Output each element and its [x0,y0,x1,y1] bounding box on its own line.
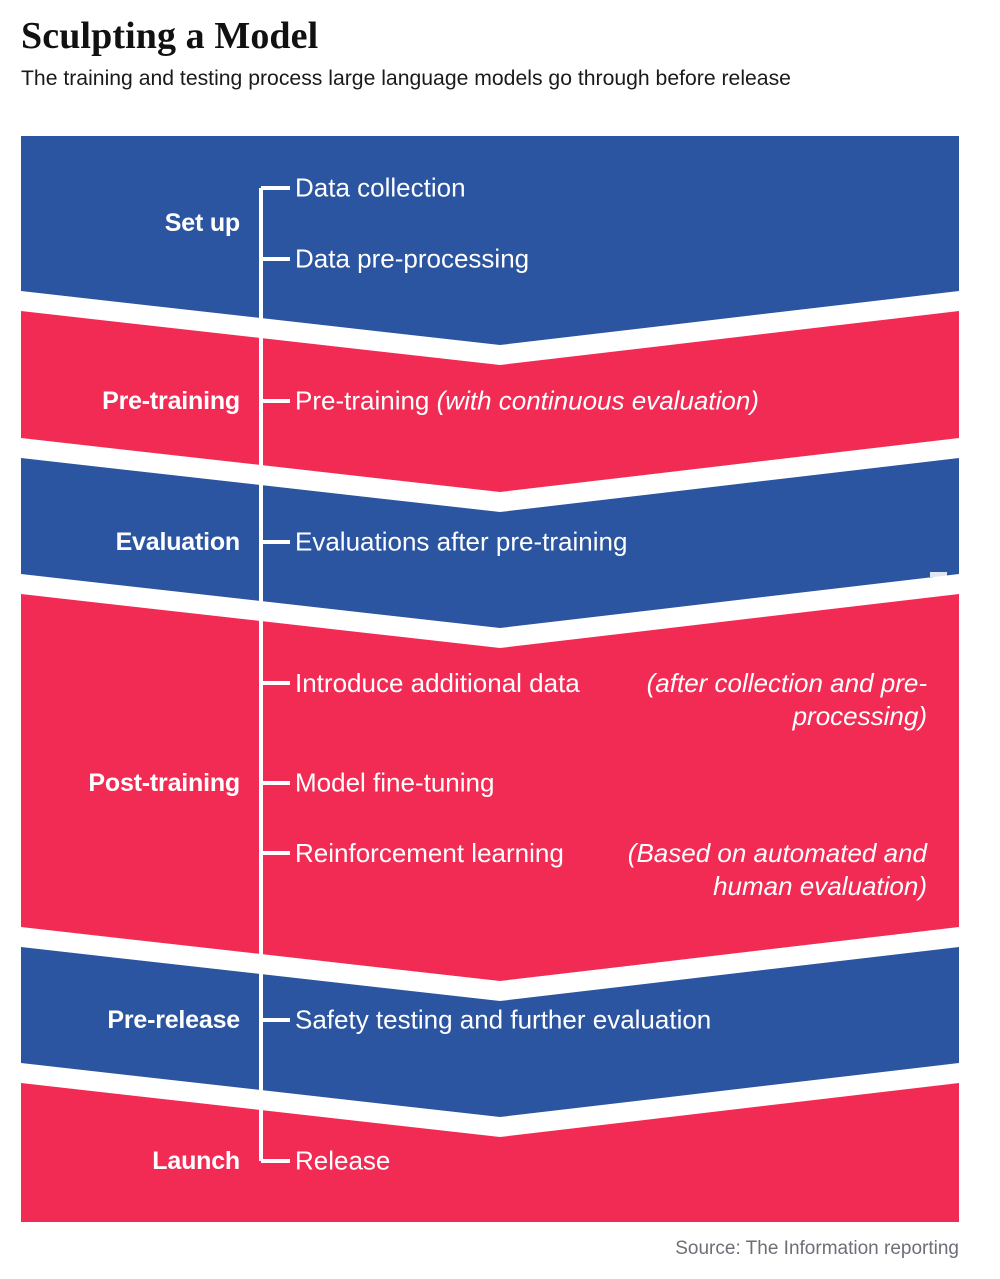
page-subtitle: The training and testing process large l… [21,66,791,90]
source-note: Source: The Information reporting [675,1238,959,1259]
page-title: Sculpting a Model [21,15,319,57]
stage-band-pre-release[interactable] [21,947,959,1117]
header: Sculpting a Model The training and testi… [21,14,961,91]
connector-tree [259,186,290,1163]
stage-band-set-up[interactable] [21,136,959,345]
stage-band-pre-training[interactable] [21,311,959,492]
stage-band-evaluation[interactable] [21,458,959,628]
stage-band-post-training[interactable] [21,594,959,981]
stage-band-launch[interactable] [21,1083,959,1222]
artifact-mark [930,572,947,577]
